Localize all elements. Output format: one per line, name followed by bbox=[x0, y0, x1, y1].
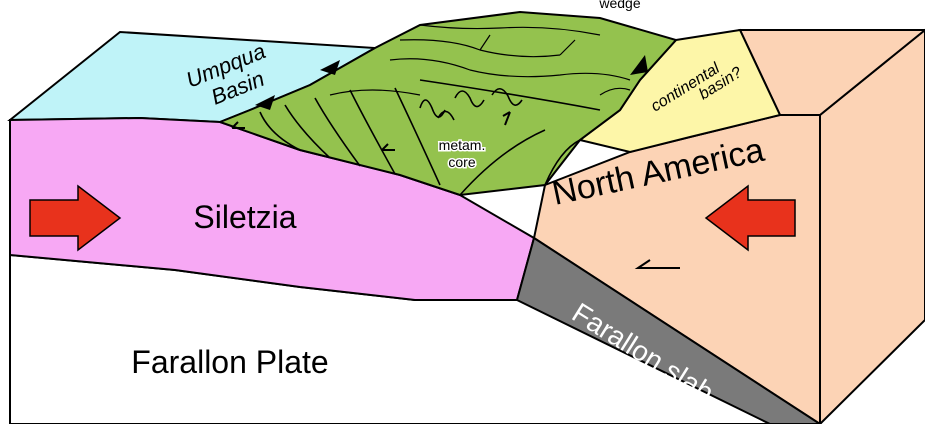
wedge-label: wedge bbox=[598, 0, 640, 11]
metamorphic-core-label-line2: core bbox=[448, 154, 475, 170]
farallon-plate-label: Farallon Plate bbox=[131, 344, 328, 380]
metamorphic-core-label-line1: metam. bbox=[439, 137, 486, 153]
siletzia-label: Siletzia bbox=[193, 199, 296, 235]
